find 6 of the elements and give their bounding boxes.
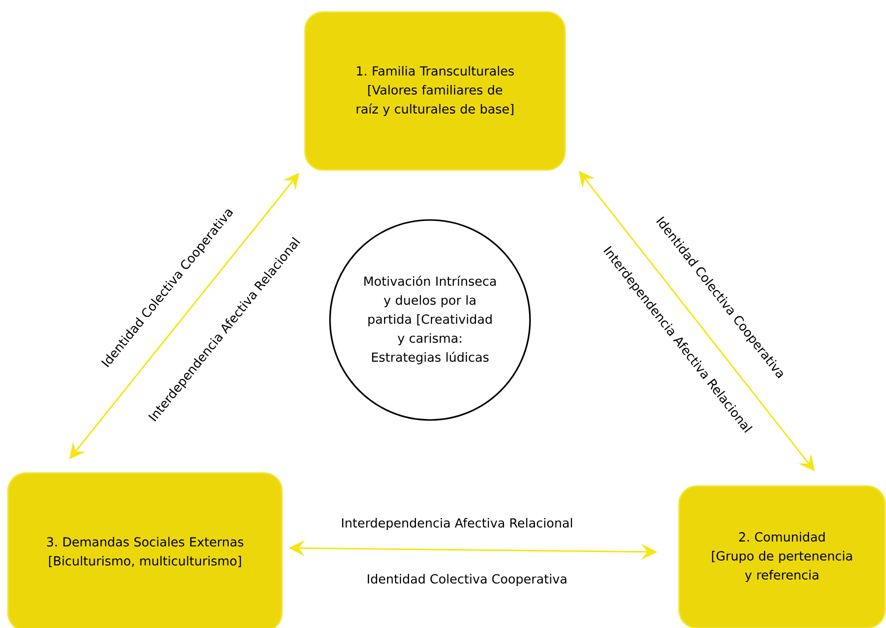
edge-label: Identidad Colectiva Cooperativa — [366, 572, 568, 588]
process-box: 2. Comunidad [Grupo de pertenencia y referencia — [678, 485, 886, 628]
process-box: 3. Demandas Sociales Externas [Biculturismo, multiculturismo] — [7, 472, 283, 628]
circle-node: Motivación Intrínseca y duelos por la partida [Creatividad y carisma: Estrategias lúdicas — [329, 219, 531, 421]
relation-caption: Interdependencia Afectiva Relacional — [340, 516, 574, 532]
process-box: 1. Familia Transculturales [Valores familiares de raíz y culturales de base] — [304, 11, 566, 171]
